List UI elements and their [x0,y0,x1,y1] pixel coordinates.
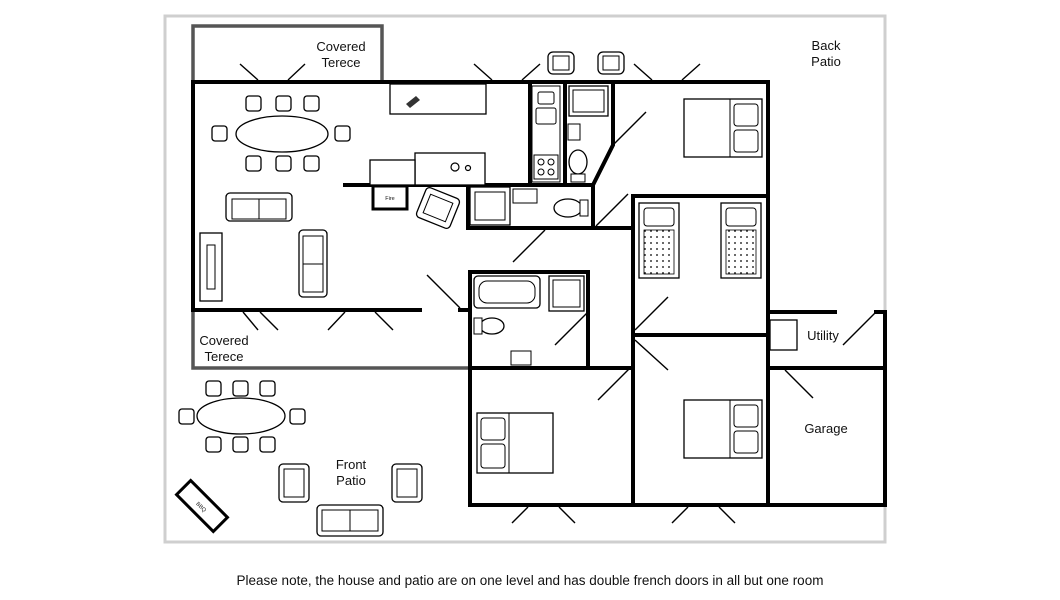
double-bed-back [683,98,763,158]
central-bathroom [473,275,585,366]
covered-terrace-top-frame [191,24,384,82]
utility-label: Utility [807,328,839,343]
double-bed-front-left [476,412,554,474]
kitchen: Fire [369,83,561,211]
doors [239,63,877,524]
covered-terrace-left-label-1: Covered [199,333,248,348]
covered-terrace-left-frame [191,308,468,370]
fireplace-label: Fire [385,196,394,202]
floor-plan: Fire [163,14,887,544]
back-patio-chairs [547,51,625,75]
front-patio-label-2: Patio [336,473,366,488]
front-patio-label-1: Front [336,457,367,472]
covered-terrace-top-label-1: Covered [316,39,365,54]
back-patio-label-2: Patio [811,54,841,69]
dining-table-indoor [211,95,351,172]
back-patio-label-1: Back [812,38,841,53]
plan-caption: Please note, the house and patio are on … [236,573,824,588]
covered-terrace-top-label-2: Terece [321,55,360,70]
front-patio-dining [178,380,306,453]
twin-beds [638,202,762,279]
double-bed-front-right [683,399,763,459]
property-boundary [163,14,887,544]
ensuite-bathroom [567,85,609,183]
fireplace [371,184,409,211]
bbq: BBQ [174,478,230,534]
garage-label: Garage [804,421,847,436]
utility-appliance [769,319,798,351]
front-patio-seating [278,463,423,537]
upper-bathroom [469,186,589,226]
covered-terrace-left-label-2: Terece [204,349,243,364]
living-room-furniture [199,186,461,302]
